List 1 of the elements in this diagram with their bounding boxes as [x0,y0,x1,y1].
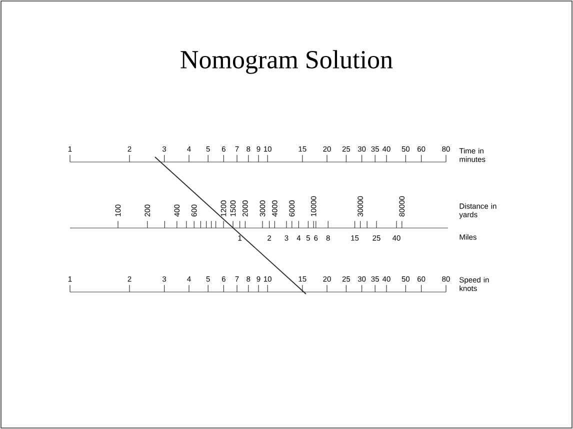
title: Nomogram Solution [180,50,393,74]
